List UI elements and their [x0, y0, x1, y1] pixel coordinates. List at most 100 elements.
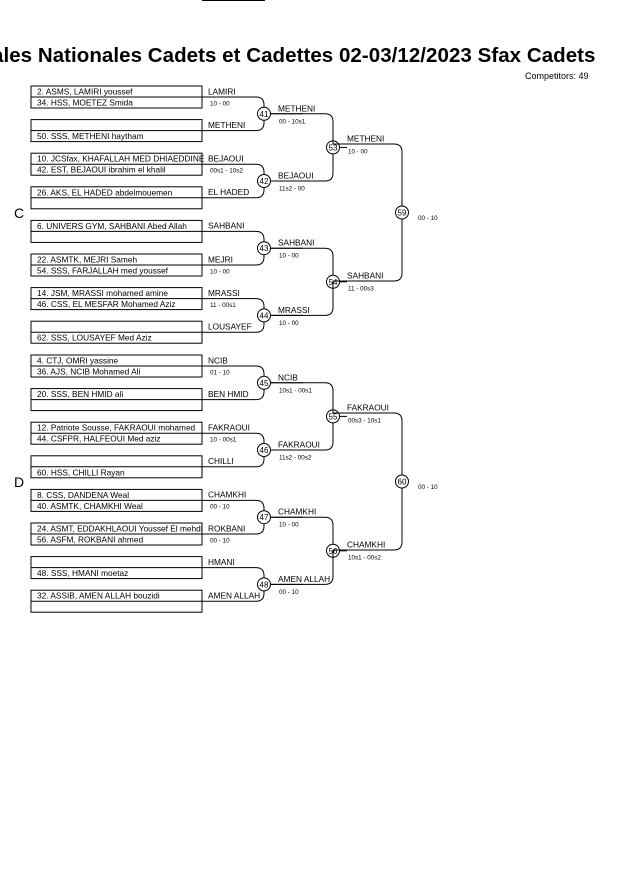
match-score: 10 - 00 [279, 320, 299, 327]
entry-name: 22. ASMTK, MEJRI Sameh [37, 255, 137, 265]
winner-name: ROKBANI [208, 523, 245, 533]
entry-name: 62. SSS, LOUSAYEF Med Aziz [37, 333, 152, 343]
winner-name: SAHBANI [347, 271, 383, 281]
winner-name: METHENI [278, 103, 315, 113]
match-score: 00 - 10 [418, 215, 438, 222]
winner-name: FAKRAOUI [347, 403, 389, 413]
match-score: 01 - 10 [210, 369, 230, 376]
winner-name: LAMIRI [208, 86, 236, 96]
winner-name: CHILLI [208, 456, 234, 466]
match-score: 00 - 10 [210, 504, 230, 511]
winner-name: CHAMKHI [208, 490, 246, 500]
match-55-number: 55 [329, 412, 338, 421]
match-47-number: 47 [260, 513, 269, 522]
match-59-number: 59 [398, 209, 407, 218]
match-score: 10 - 00 [279, 522, 299, 529]
entry-name: 8. CSS, DANDENA Weal [37, 490, 129, 500]
match-score: 10 - 00 [279, 253, 299, 260]
entry-name: 12. Patriote Sousse, FAKRAOUI mohamed [37, 423, 196, 433]
winner-name: NCIB [278, 372, 298, 382]
match-59-circle [395, 205, 409, 220]
match-score: 00 - 10 [210, 537, 230, 544]
winner-name: BEJAOUI [278, 171, 314, 181]
winner-name: BEN HMID [208, 389, 249, 399]
top-rule [202, 0, 265, 1]
match-48-number: 48 [260, 580, 269, 589]
winner-name: CHAMKHI [278, 507, 316, 517]
match-score: 00s1 - 10s2 [210, 168, 243, 175]
winner-name: HMANI [208, 557, 235, 567]
match-score: 10 - 00s1 [210, 437, 237, 444]
match-score: 10 - 00 [348, 149, 368, 156]
match-41-number: 41 [260, 110, 269, 119]
match-score: 10s1 - 00s2 [348, 555, 381, 562]
winner-name: SAHBANI [208, 221, 244, 231]
winner-name: MEJRI [208, 254, 233, 264]
match-score: 00s3 - 10s1 [348, 418, 381, 425]
match-46-circle [257, 443, 271, 457]
match-score: 11s2 - 00 [279, 186, 305, 193]
winner-name: FAKRAOUI [208, 423, 250, 433]
match-47-circle [257, 510, 271, 525]
match-53-number: 53 [329, 143, 338, 152]
final-connector [332, 409, 403, 558]
entry-name: 56. ASFM, ROKBANI ahmed [37, 535, 143, 545]
match-42-number: 42 [260, 177, 269, 186]
entry-name: 48. SSS, HMANI moetaz [37, 568, 128, 578]
entry-name: 6. UNIVERS GYM, SAHBANI Abed Allah [37, 221, 187, 231]
winner-name: FAKRAOUI [278, 440, 320, 450]
match-44-circle [257, 308, 271, 323]
entry-name: 36. AJS, NCIB Mohamed Ali [37, 367, 140, 377]
match-44-number: 44 [260, 311, 269, 320]
match-46-number: 46 [260, 446, 269, 455]
page-title: ales Nationales Cadets et Cadettes 02-03… [0, 44, 596, 67]
entry-name: 20. SSS, BEN HMID ali [37, 389, 123, 399]
entry-name: 32. ASSIB, AMEN ALLAH bouzidi [37, 591, 160, 601]
match-41-circle [257, 106, 271, 121]
entry-name: 4. CTJ, OMRI yassine [37, 356, 119, 366]
winner-name: BEJAOUI [208, 154, 244, 164]
match-42-circle [257, 174, 271, 188]
match-score: 10 - 00 [210, 268, 230, 275]
match-score: 00 - 10 [279, 589, 299, 596]
match-45-circle [257, 375, 271, 390]
winner-name: AMEN ALLAH [278, 574, 330, 584]
winner-name: METHENI [347, 134, 384, 144]
final-connector [332, 140, 403, 289]
entry-name: 34. HSS, MOETEZ Smida [37, 98, 133, 108]
entry-name: 54. SSS, FARJALLAH med youssef [37, 266, 169, 276]
entry-name: 10. JCSfax, KHAFALLAH MED DHIAEDDINE [37, 154, 205, 164]
match-43-number: 43 [260, 244, 269, 253]
winner-name: SAHBANI [278, 238, 314, 248]
entry-name: 2. ASMS, LAMIRI youssef [37, 87, 133, 97]
entry-name: 46. CSS, EL MESFAR Mohamed Aziz [37, 299, 176, 309]
match-score: 10 - 00 [210, 100, 230, 107]
match-60-number: 60 [398, 478, 407, 487]
match-45-number: 45 [260, 379, 269, 388]
competitors-count: Competitors: 49 [525, 71, 589, 81]
entry-name: 26. AKS, EL HADED abdelmouemen [37, 187, 173, 197]
match-score: 00 - 10 [418, 484, 438, 491]
entry-name: 50. SSS, METHENI haytham [37, 131, 144, 141]
match-score: 11 - 00s1 [210, 302, 236, 309]
match-43-circle [257, 241, 271, 256]
entry-name: 40. ASMTK, CHAMKHI Weal [37, 501, 143, 511]
winner-name: LOUSAYEF [208, 322, 252, 332]
pool-label-D: D [14, 474, 24, 490]
entry-name: 42. EST, BEJAOUI ibrahim el khalil [37, 165, 166, 175]
winner-name: NCIB [208, 355, 228, 365]
match-score: 10s1 - 00s1 [279, 387, 312, 394]
match-60-circle [395, 474, 409, 489]
pool-label-C: C [14, 205, 24, 221]
winner-name: CHAMKHI [347, 540, 385, 550]
entry-name: 14. JSM, MRASSI mohamed amine [37, 288, 168, 298]
entry-name: 44. CSFPR, HALFEOUI Med aziz [37, 434, 161, 444]
entry-name: 60. HSS, CHILLI Rayan [37, 467, 125, 477]
winner-name: METHENI [208, 120, 245, 130]
winner-name: AMEN ALLAH [208, 591, 260, 601]
match-score: 11 - 00s3 [348, 286, 374, 293]
winner-name: EL HADED [208, 187, 249, 197]
winner-name: MRASSI [208, 288, 240, 298]
match-48-circle [257, 577, 271, 592]
